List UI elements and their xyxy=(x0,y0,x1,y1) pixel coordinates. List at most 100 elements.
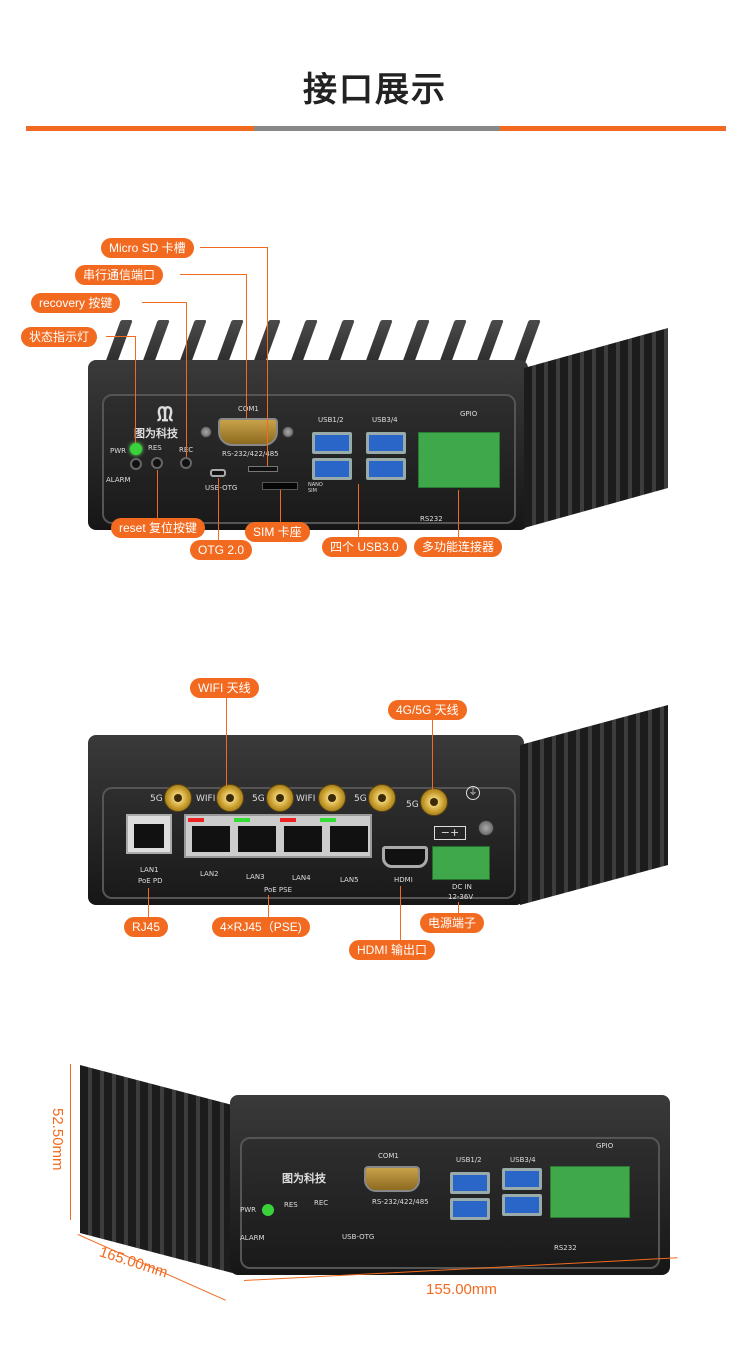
rear-side xyxy=(520,705,668,905)
dim-usbotg-label: USB-OTG xyxy=(342,1233,375,1241)
com1-screw-left xyxy=(200,426,212,438)
alarm-label: ALARM xyxy=(106,476,131,484)
logo-text: 图为科技 xyxy=(134,427,178,440)
usb-port-4[interactable] xyxy=(366,458,406,480)
dim-logo-text: 图为科技 xyxy=(282,1172,326,1185)
width-dimension: 155.00mm xyxy=(426,1281,497,1298)
com1-port[interactable] xyxy=(218,418,278,446)
poepd-label: PoE PD xyxy=(138,877,163,885)
antenna-5g-1[interactable] xyxy=(164,784,192,812)
dimension-device xyxy=(80,1055,670,1275)
reset-button[interactable] xyxy=(151,457,163,469)
antenna-5g-2[interactable] xyxy=(266,784,294,812)
antenna-5g-3[interactable] xyxy=(368,784,396,812)
callout-line xyxy=(267,247,268,466)
dcin-label: DC IN xyxy=(452,883,472,891)
dim-rs232-label: RS232 xyxy=(554,1244,577,1252)
callout-line xyxy=(280,490,281,522)
lan4-port[interactable] xyxy=(284,826,322,852)
logo: ᙢ xyxy=(156,402,174,426)
dim-usb-4 xyxy=(502,1194,542,1216)
usbotg-label: USB-OTG xyxy=(205,484,238,492)
callout-line xyxy=(226,696,227,786)
dim-pwr-label: PWR xyxy=(240,1206,257,1214)
lan2-port[interactable] xyxy=(192,826,230,852)
callout-multi: 多功能连接器 xyxy=(414,537,503,557)
usb34-label: USB3/4 xyxy=(372,416,398,424)
hdmi-label: HDMI xyxy=(394,876,413,884)
pwr-led xyxy=(130,443,142,455)
dim-gpio-connector xyxy=(550,1166,630,1218)
dc-in-terminal[interactable] xyxy=(432,846,490,880)
rear-label-wifi-2: WIFI xyxy=(296,794,316,804)
lan-led xyxy=(188,818,204,822)
dim-rec-label: REC xyxy=(314,1199,329,1207)
callout-micro-sd: Micro SD 卡槽 xyxy=(101,238,194,258)
antenna-wifi-1[interactable] xyxy=(216,784,244,812)
lan3-port[interactable] xyxy=(238,826,276,852)
rear-label-5g-4: 5G xyxy=(406,800,419,810)
antenna-wifi-2[interactable] xyxy=(318,784,346,812)
res-label: RES xyxy=(148,444,162,452)
sim-slot[interactable] xyxy=(262,482,298,490)
hdmi-port[interactable] xyxy=(382,846,428,868)
callout-line xyxy=(268,895,269,917)
dim-rs-label: RS-232/422/485 xyxy=(372,1198,429,1206)
lan1-label: LAN1 xyxy=(140,866,159,874)
callout-hdmi: HDMI 输出口 xyxy=(349,940,435,960)
dim-gpio-label: GPIO xyxy=(596,1142,614,1150)
callout-line xyxy=(135,336,136,443)
polarity-icon: −+ xyxy=(434,826,466,840)
dim-pwr-led xyxy=(262,1204,274,1216)
callout-status-led: 状态指示灯 xyxy=(21,327,98,347)
callout-line xyxy=(200,247,268,248)
dim-alarm-label: ALARM xyxy=(240,1234,265,1242)
lan5-label: LAN5 xyxy=(340,876,359,884)
callout-usb30: 四个 USB3.0 xyxy=(322,537,407,557)
usb12-label: USB1/2 xyxy=(318,416,344,424)
sd-slot[interactable] xyxy=(248,466,278,472)
callout-wifi: WIFI 天线 xyxy=(190,678,259,698)
callout-otg: OTG 2.0 xyxy=(190,540,253,560)
title-underline-mid xyxy=(254,126,500,131)
usb-port-2[interactable] xyxy=(312,458,352,480)
callout-line xyxy=(157,470,158,518)
callout-serial: 串行通信端口 xyxy=(75,265,164,285)
callout-sim: SIM 卡座 xyxy=(245,522,310,542)
rear-label-wifi-1: WIFI xyxy=(196,794,216,804)
callout-line xyxy=(458,902,459,913)
callout-recovery: recovery 按键 xyxy=(31,293,121,313)
callout-rj45-pse: 4×RJ45（PSE) xyxy=(212,917,310,937)
rear-label-5g-1: 5G xyxy=(150,794,163,804)
callout-line xyxy=(246,274,247,418)
callout-line xyxy=(186,302,187,457)
lan-led xyxy=(234,818,250,822)
gpio-connector[interactable] xyxy=(418,432,500,488)
dim-usb-3 xyxy=(502,1168,542,1190)
rs-label: RS-232/422/485 xyxy=(222,450,279,458)
title-underline-left xyxy=(26,126,254,131)
com1-screw-right xyxy=(282,426,294,438)
rear-label-5g-2: 5G xyxy=(252,794,265,804)
lan4-label: LAN4 xyxy=(292,874,311,882)
dim-usb12-label: USB1/2 xyxy=(456,1156,482,1164)
callout-line xyxy=(106,336,136,337)
callout-line xyxy=(180,274,247,275)
callout-line xyxy=(218,478,219,540)
usb-port-3[interactable] xyxy=(366,432,406,454)
lan-led xyxy=(280,818,296,822)
lan5-port[interactable] xyxy=(330,826,368,852)
antenna-5g-4[interactable] xyxy=(420,788,448,816)
usb-port-1[interactable] xyxy=(312,432,352,454)
lan1-port[interactable] xyxy=(126,814,172,854)
lan2-label: LAN2 xyxy=(200,870,219,878)
callout-line xyxy=(358,484,359,537)
callout-line xyxy=(458,490,459,537)
dim-usb34-label: USB3/4 xyxy=(510,1156,536,1164)
rear-label-5g-3: 5G xyxy=(354,794,367,804)
callout-line xyxy=(142,302,187,303)
height-dim-line xyxy=(70,1064,71,1220)
recovery-button[interactable] xyxy=(180,457,192,469)
otg-port[interactable] xyxy=(210,469,226,477)
dim-com1-port xyxy=(364,1166,420,1192)
